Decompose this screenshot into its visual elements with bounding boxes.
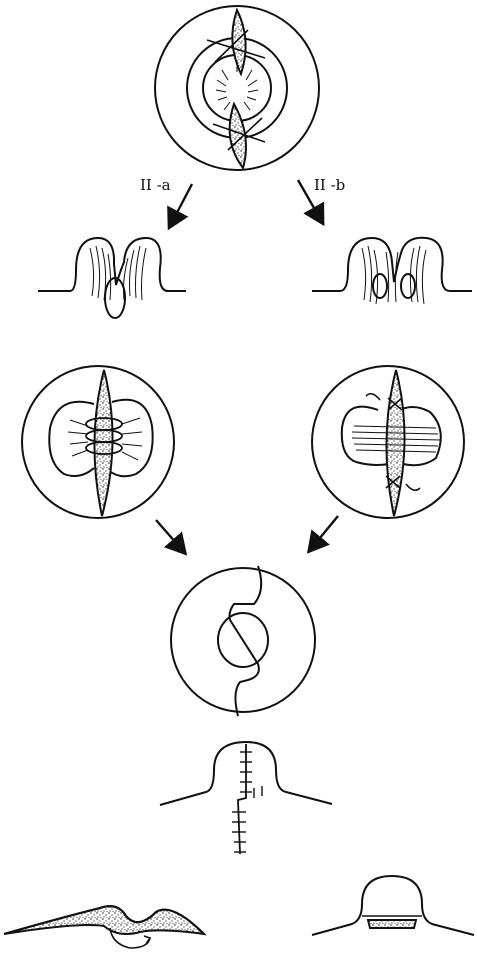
stippled-layer [4,906,204,934]
stippled-band [368,920,416,928]
arrow-down-left-icon [310,516,338,550]
scar-line [238,744,246,854]
label-branch-a: II -a [140,176,171,194]
everted-profile [312,876,474,935]
scar-profile-view [160,742,332,854]
arrow-down-right-icon [156,520,184,552]
top-incision-view [155,6,319,170]
nipple-cross-section [373,274,387,298]
inverted-cross-section [4,906,204,948]
cross-section-b [312,238,472,304]
skin-profile [38,238,186,291]
z-closure-view [171,566,315,716]
skin-profile [312,238,472,291]
nipple-cross-section [401,274,415,298]
fiber-hatching [90,246,146,300]
arrow-down-left-icon [170,184,192,226]
label-branch-b: II -b [314,176,345,194]
arrow-tip-icon [144,936,150,944]
cross-section-a [38,238,186,318]
stitch-marks [232,752,262,852]
closure-view-b [312,366,464,518]
closure-view-a [22,366,174,518]
